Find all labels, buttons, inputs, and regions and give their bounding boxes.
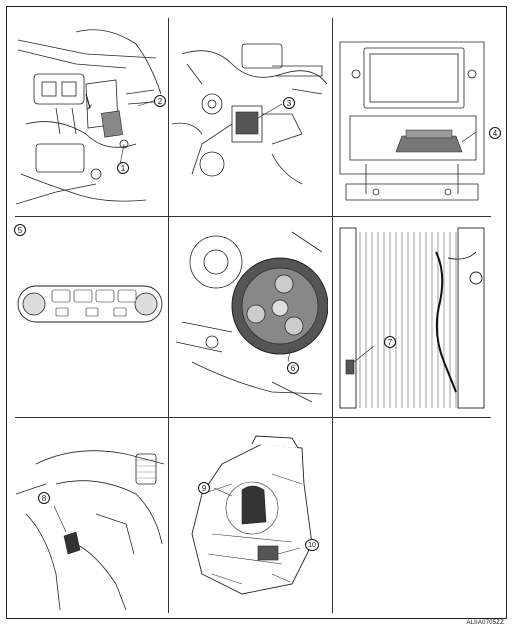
callout-3: 3 xyxy=(283,97,295,109)
ac-control-illustration xyxy=(17,285,163,323)
footwell-illustration xyxy=(16,450,164,611)
callout-1: 1 xyxy=(117,162,129,174)
figure-frame xyxy=(6,6,507,619)
grid-divider-h2 xyxy=(15,417,491,418)
grid-divider-h1 xyxy=(15,216,491,217)
callout-5: 5 xyxy=(14,224,26,236)
callout-4: 4 xyxy=(489,127,501,139)
grid-divider-v2 xyxy=(332,18,333,613)
panel-condenser xyxy=(336,222,488,412)
blower-illustration xyxy=(191,435,313,595)
panel-instrument-unit xyxy=(336,24,488,212)
panel-footwell xyxy=(16,424,164,612)
grid-divider-v1 xyxy=(168,18,169,613)
engine-bay-illustration xyxy=(172,43,328,185)
panel-compressor xyxy=(172,222,328,412)
panel-blower xyxy=(172,424,328,612)
figure-code: ALIIA0705ZZ xyxy=(466,620,504,626)
condenser-illustration xyxy=(339,227,485,409)
panel-ac-control xyxy=(16,280,164,330)
callout-10: 10 xyxy=(305,539,319,551)
instrument-unit-illustration xyxy=(339,41,485,201)
callout-8: 8 xyxy=(38,492,50,504)
callout-2: 2 xyxy=(154,95,166,107)
callout-9: 9 xyxy=(198,482,210,494)
panel-engine-bay xyxy=(172,24,328,212)
engine-room-illustration xyxy=(16,29,162,205)
panel-engine-room xyxy=(16,24,164,212)
compressor-illustration xyxy=(175,231,328,403)
callout-6: 6 xyxy=(287,362,299,374)
callout-7: 7 xyxy=(384,336,396,348)
